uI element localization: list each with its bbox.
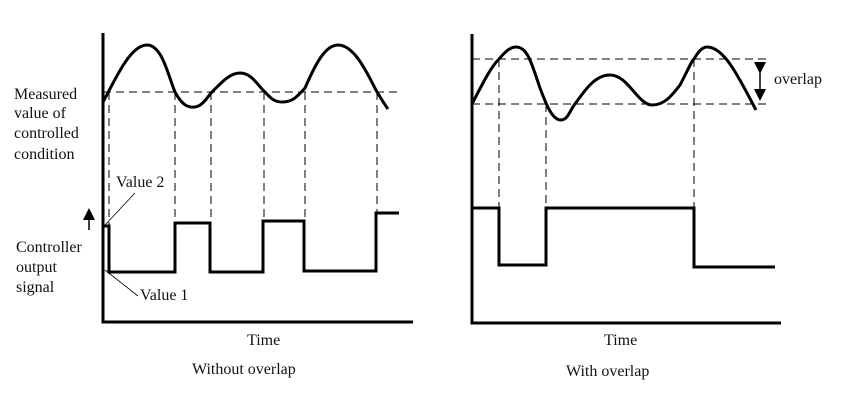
right-switch-lines: [498, 59, 695, 208]
left-measured-wave: [101, 43, 390, 110]
controller-label-line-3: signal: [16, 279, 55, 296]
left-switch-lines: [108, 92, 378, 226]
left-caption: Without overlap: [192, 361, 296, 378]
right-x-axis-label: Time: [604, 332, 638, 349]
left-output-signal: [103, 211, 399, 274]
left-panel: [83, 33, 413, 324]
controller-label-line-2: output: [16, 259, 57, 276]
controller-label-line-1: Controller: [16, 239, 82, 256]
right-axes: [470, 34, 781, 325]
right-output-signal: [472, 206, 775, 269]
left-x-axis-label: Time: [247, 332, 281, 349]
value1-pointer: [104, 269, 139, 297]
right-panel: [470, 34, 781, 325]
value2-label: Value 2: [116, 174, 165, 191]
value2-pointer: [104, 192, 136, 226]
measured-label-line-2: value of: [14, 105, 66, 122]
overlap-label: overlap: [774, 71, 822, 88]
measured-label-line-3: controlled: [14, 125, 79, 142]
right-measured-wave: [470, 45, 758, 122]
measured-label-line-1: Measured: [14, 86, 78, 103]
measured-label-line-4: condition: [14, 146, 75, 163]
value1-label: Value 1: [140, 287, 189, 304]
right-caption: With overlap: [566, 363, 650, 380]
left-axes: [101, 33, 413, 324]
